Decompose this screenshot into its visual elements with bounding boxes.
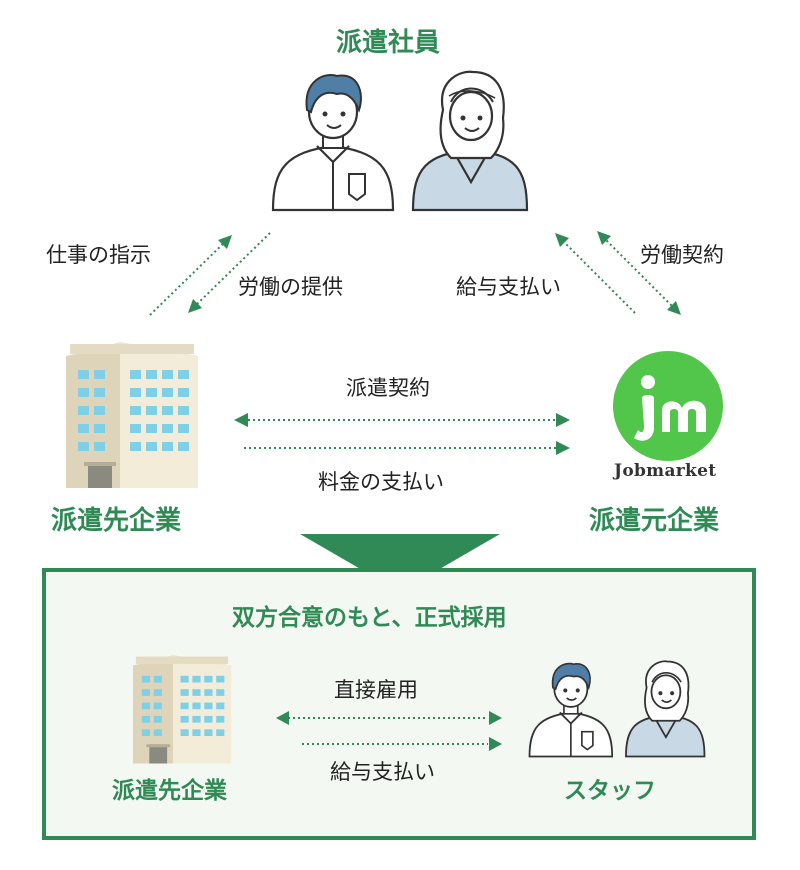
arrow-right-icon (556, 413, 570, 427)
staff-label: スタッフ (564, 778, 656, 804)
agency-label: 派遣元企業 (589, 506, 720, 536)
arrow-down-icon (667, 301, 681, 315)
building-icon (132, 655, 232, 764)
direct-hire-panel (42, 568, 756, 840)
labor-provision-label: 労働の提供 (238, 275, 343, 299)
man-icon (528, 662, 614, 758)
direct-hire-heading: 双方合意のもと、正式採用 (232, 605, 507, 631)
work-instruction-label: 仕事の指示 (46, 243, 151, 267)
middle-arrows (234, 413, 570, 455)
dispatch-staff-title: 派遣社員 (336, 28, 441, 58)
arrow-down-icon (188, 299, 202, 313)
direct-employment-label: 直接雇用 (334, 678, 418, 702)
jobmarket-logo-icon (613, 351, 723, 461)
woman-icon (625, 660, 706, 758)
salary-payment-label: 給与支払い (456, 275, 561, 299)
arrow-up-icon (597, 231, 611, 245)
staff-illustration (528, 660, 706, 758)
arrow-right-icon (489, 711, 502, 725)
dispatch-staff-illustration (271, 70, 529, 212)
bottom-arrows (276, 711, 502, 751)
woman-icon (411, 70, 529, 212)
labor-contract-label: 労働契約 (640, 243, 724, 267)
left-arrows (149, 232, 271, 316)
big-down-arrow-icon (300, 534, 500, 592)
jobmarket-logo-text: Jobmarket (614, 461, 717, 481)
arrow-up-icon (555, 233, 569, 247)
arrow-up-icon (218, 235, 232, 249)
dispatch-contract-label: 派遣契約 (346, 376, 430, 400)
building-icon (66, 342, 198, 488)
man-icon (271, 74, 395, 212)
client-company-label: 派遣先企業 (51, 506, 182, 536)
arrow-right-icon (489, 737, 502, 751)
fee-payment-label: 料金の支払い (318, 470, 444, 494)
arrow-left-icon (276, 711, 289, 725)
arrow-left-icon (234, 413, 248, 427)
right-arrows (555, 231, 681, 315)
bottom-client-company-label: 派遣先企業 (112, 778, 227, 804)
bottom-salary-payment-label: 給与支払い (330, 760, 435, 784)
arrow-right-icon (556, 441, 570, 455)
